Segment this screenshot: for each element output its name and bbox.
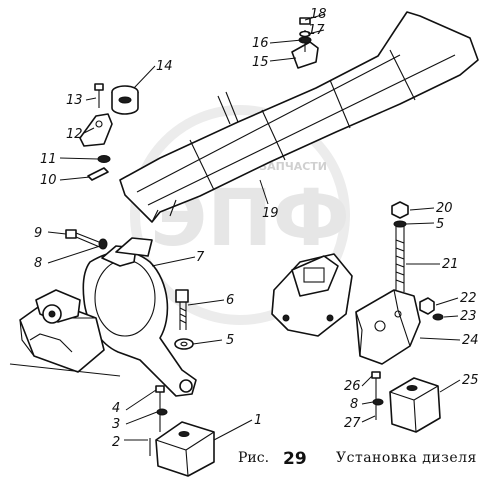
callout-24: 24 <box>462 333 479 348</box>
part-13-bolt <box>94 83 104 108</box>
callout-10: 10 <box>40 173 57 188</box>
part-25-rubber-mount <box>389 377 441 433</box>
callout-16: 16 <box>252 36 269 51</box>
part-15-bracket <box>291 17 319 69</box>
part-5-washer-right <box>393 220 407 228</box>
callout-5-right: 5 <box>436 217 444 232</box>
callout-2: 2 <box>112 435 120 450</box>
part-20-nut <box>391 201 409 219</box>
part-10-screw <box>87 167 109 181</box>
callout-8-right: 8 <box>350 397 358 412</box>
part-1-rubber-mount <box>155 421 215 477</box>
caption-number: 29 <box>283 449 307 469</box>
callout-21: 21 <box>442 257 459 272</box>
callout-22: 22 <box>460 291 477 306</box>
callout-1: 1 <box>254 413 262 428</box>
part-24-support-bracket <box>355 289 421 365</box>
callout-25: 25 <box>462 373 479 388</box>
callout-labels: 18 17 16 15 14 13 12 11 10 19 9 8 7 6 5 … <box>34 7 479 450</box>
callout-18: 18 <box>310 7 327 22</box>
center-rear-mount <box>271 253 353 337</box>
part-22-nut <box>419 297 435 315</box>
part-14-rubber-cushion <box>111 85 139 115</box>
callout-27: 27 <box>344 416 361 431</box>
callout-23: 23 <box>460 309 477 324</box>
callout-9: 9 <box>34 226 42 241</box>
part-23-washer <box>432 313 444 321</box>
part-11-nut <box>97 155 111 163</box>
callout-4: 4 <box>112 401 120 416</box>
part-7-front-support <box>82 237 197 397</box>
callout-17: 17 <box>308 23 325 38</box>
callout-19: 19 <box>262 206 279 221</box>
part-9-bolt <box>65 229 108 250</box>
callout-5-left: 5 <box>226 333 234 348</box>
callout-14: 14 <box>156 59 173 74</box>
part-12-bracket <box>79 113 113 147</box>
part-19-long-bracket <box>119 11 479 223</box>
callout-15: 15 <box>252 55 269 70</box>
callout-20: 20 <box>436 201 453 216</box>
callout-3: 3 <box>112 417 120 432</box>
figure-caption: Рис. 29 Установка дизеля <box>238 449 477 469</box>
watermark-ring <box>130 105 350 325</box>
caption-label: Рис. <box>238 450 269 466</box>
part-3-washer <box>156 408 168 416</box>
part-6-bolt <box>175 289 189 330</box>
callout-11: 11 <box>40 152 57 167</box>
part-5-washer-left <box>174 338 194 350</box>
left-engine-mount <box>9 289 121 377</box>
leader-lines <box>47 13 461 441</box>
callout-7: 7 <box>196 250 205 265</box>
callout-6: 6 <box>226 293 234 308</box>
callout-13: 13 <box>66 93 83 108</box>
part-26-bolt <box>371 371 381 420</box>
part-21-stud <box>395 226 405 292</box>
callout-26: 26 <box>344 379 361 394</box>
callout-8-left: 8 <box>34 256 42 271</box>
caption-title: Установка дизеля <box>336 450 477 466</box>
callout-12: 12 <box>66 127 83 142</box>
part-8-washer-right <box>372 398 384 406</box>
